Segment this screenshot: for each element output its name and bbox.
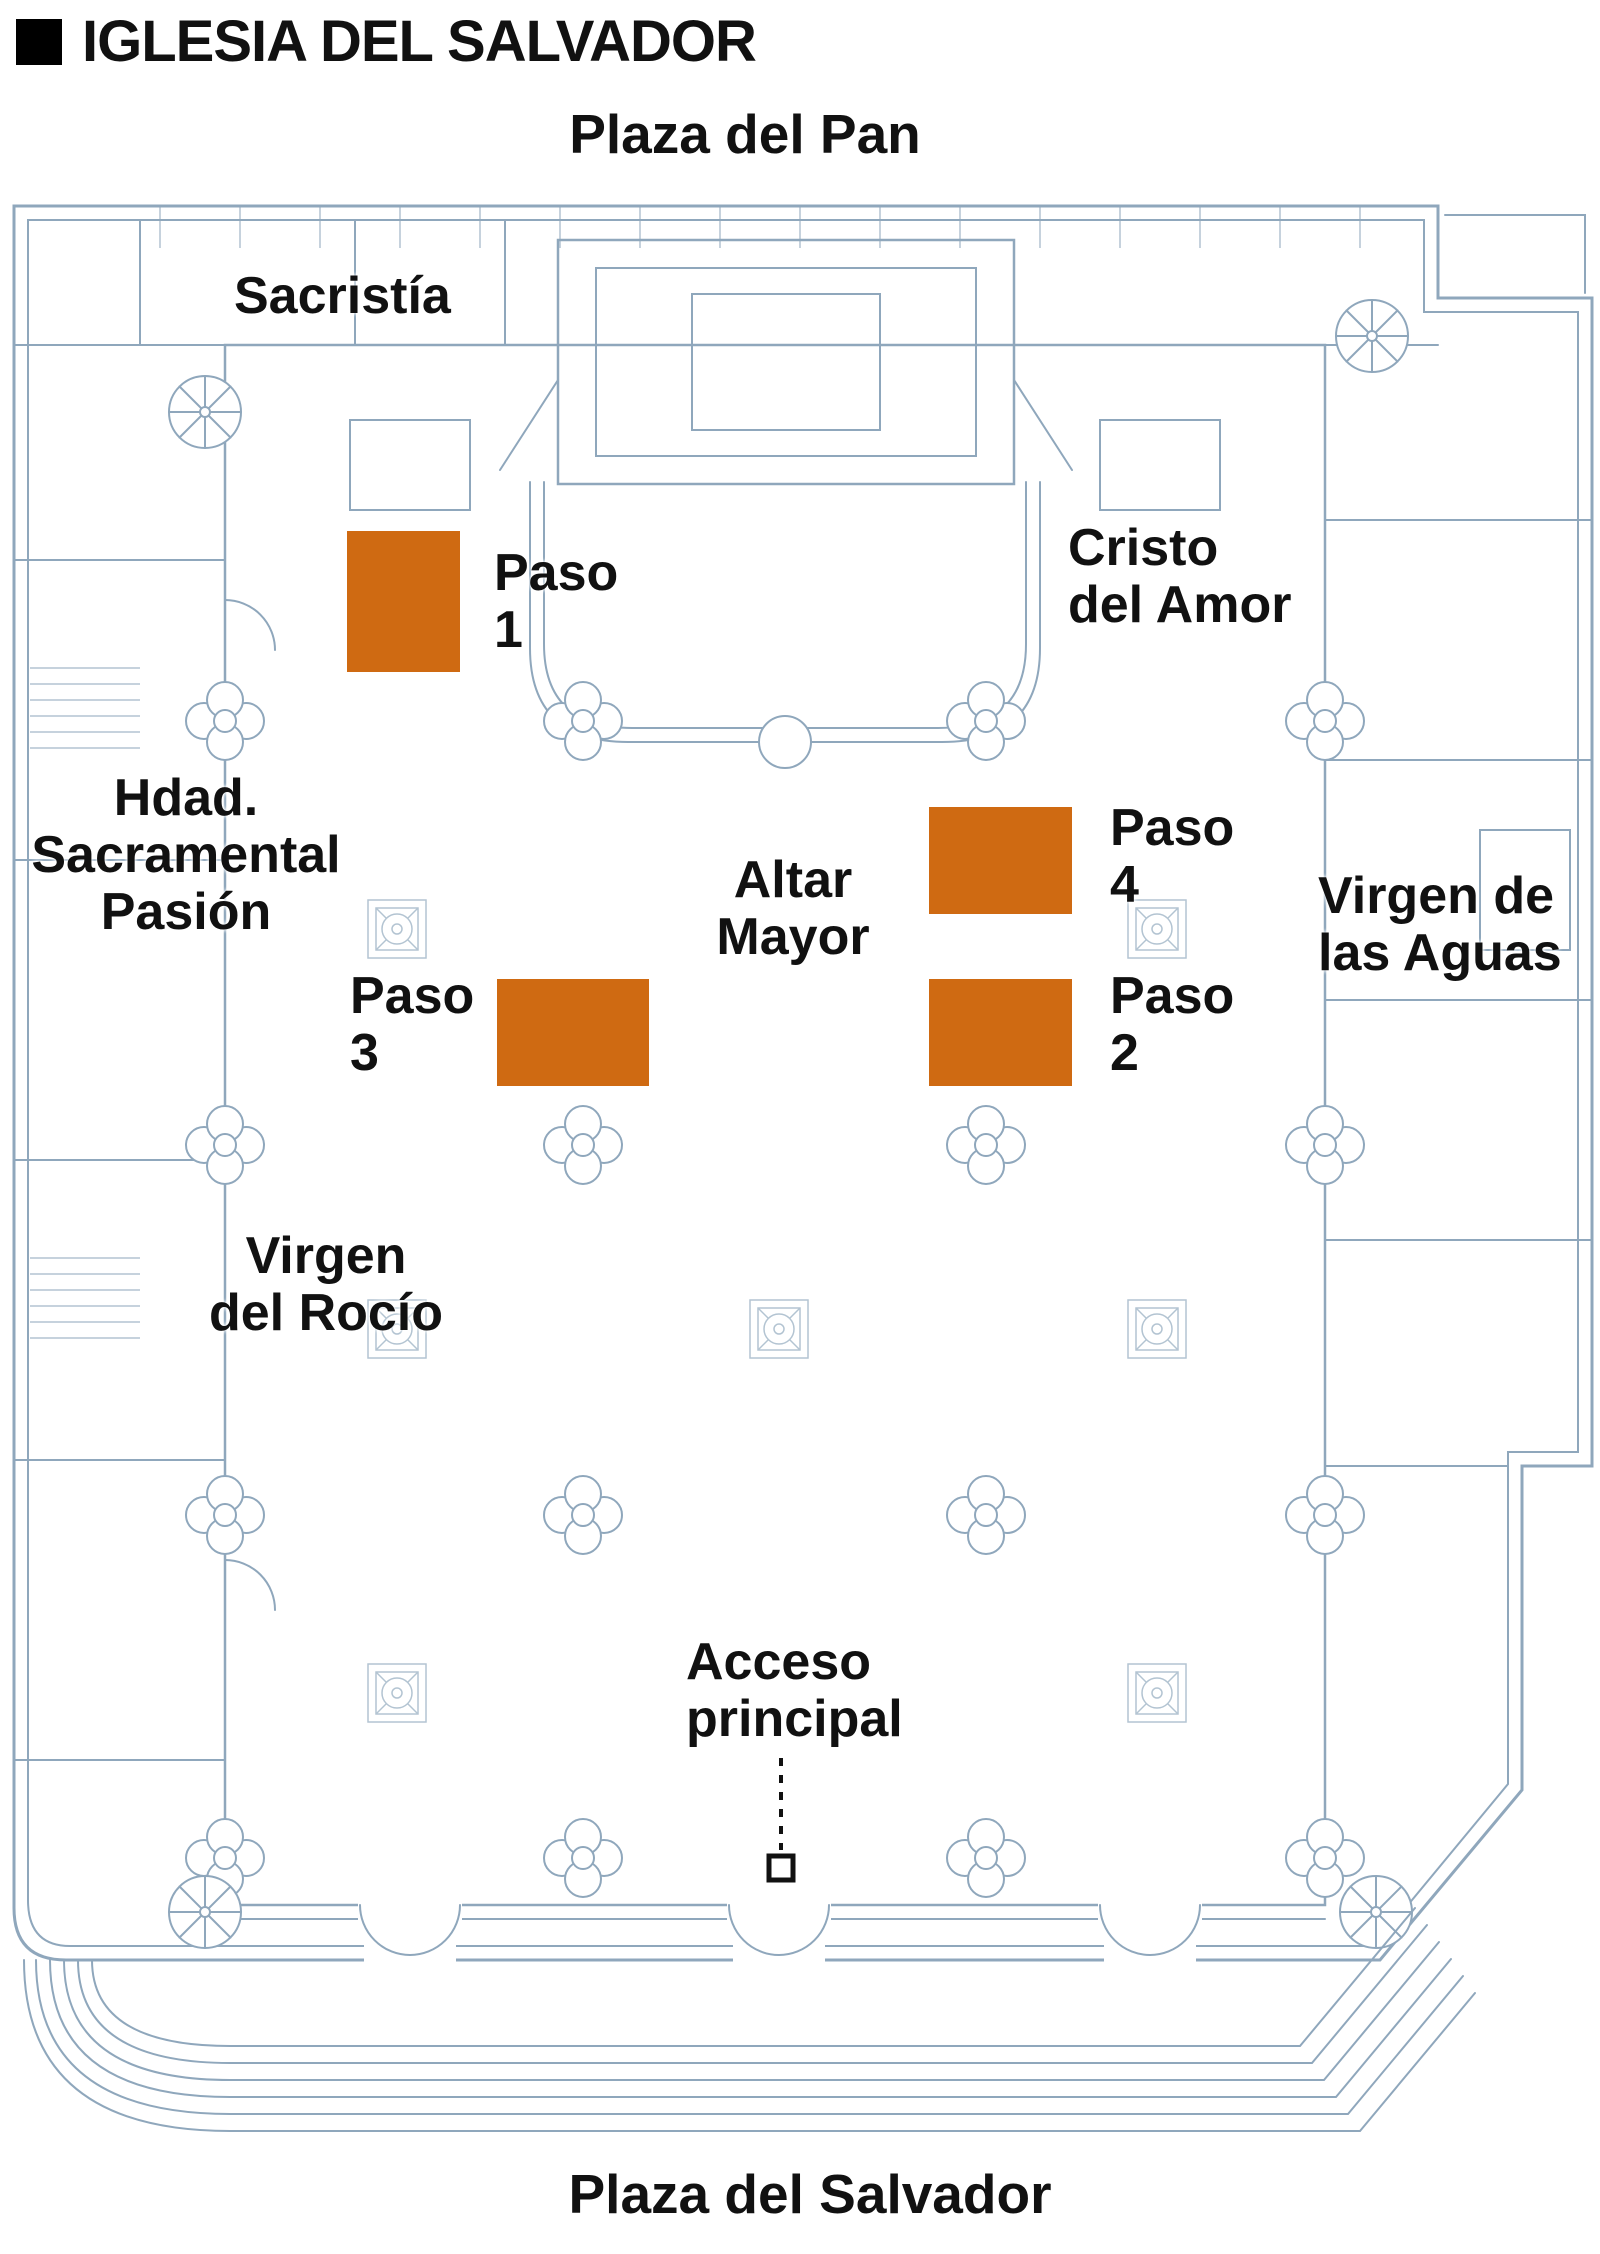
label-paso-4: Paso 4	[1110, 799, 1235, 915]
label-paso-3: Paso 3	[350, 967, 475, 1083]
door-arc	[728, 1904, 830, 1957]
column-pier	[543, 1818, 623, 1898]
plan-walls	[12, 204, 1594, 2132]
spiral-staircase	[168, 1875, 242, 1949]
door-arc	[224, 599, 276, 1611]
altar-mayor-structure	[499, 238, 1073, 486]
title-bullet-icon	[16, 18, 62, 65]
door-arc	[359, 1904, 461, 1957]
spiral-staircase	[1339, 1875, 1413, 1949]
access-marker-group	[766, 1758, 796, 1883]
paso-3-marker	[497, 979, 649, 1086]
spiral-staircase	[1335, 299, 1409, 373]
stairs-left-lower	[30, 1257, 140, 1339]
label-altar-mayor: Altar Mayor	[716, 851, 870, 967]
inner-wall	[27, 219, 1579, 1947]
exterior-steps	[23, 1907, 1476, 2132]
engaged-pier	[1285, 1475, 1365, 1555]
rosette-tile	[1127, 1299, 1187, 1359]
column-pier	[543, 1105, 623, 1185]
street-label-plaza-del-salvador: Plaza del Salvador	[568, 2163, 1052, 2225]
rosette-tile	[749, 1299, 809, 1359]
paso-4-marker	[929, 807, 1072, 914]
pier-block-left	[349, 419, 471, 511]
street-label-plaza-del-pan: Plaza del Pan	[569, 103, 921, 165]
label-virgen-del-rocio: Virgen del Rocío	[208, 1227, 444, 1343]
label-virgen-de-las-aguas: Virgen de las Aguas	[1318, 867, 1562, 983]
presbytery-rail	[529, 481, 1041, 769]
chapel-niche	[1479, 829, 1571, 951]
column-pier	[946, 1105, 1026, 1185]
rosette-tile	[367, 899, 427, 959]
engaged-pier	[185, 681, 265, 761]
stairs-left-upper	[30, 667, 140, 749]
title-bar: IGLESIA DEL SALVADOR	[16, 8, 757, 75]
plan-light-details	[30, 206, 1361, 1723]
spiral-staircase	[168, 375, 242, 449]
page-title: IGLESIA DEL SALVADOR	[82, 9, 757, 74]
rosette-tile	[1127, 1663, 1187, 1723]
engaged-pier	[185, 1105, 265, 1185]
engaged-pier	[1285, 681, 1365, 761]
label-paso-1: Paso 1	[494, 544, 619, 660]
nave-wall	[223, 343, 1327, 1907]
engaged-pier	[185, 1475, 265, 1555]
engaged-pier	[1285, 1105, 1365, 1185]
column-pier	[946, 681, 1026, 761]
label-sacristia: Sacristía	[234, 267, 451, 325]
pier-block-right	[1099, 419, 1221, 511]
column-pier	[543, 1475, 623, 1555]
label-acceso-principal: Acceso principal	[686, 1633, 903, 1749]
label-paso-2: Paso 2	[1110, 967, 1235, 1083]
outer-wall	[12, 204, 1594, 1962]
paso-markers	[347, 531, 1072, 1086]
rosette-tile	[367, 1663, 427, 1723]
column-pier	[946, 1475, 1026, 1555]
column-pier	[946, 1818, 1026, 1898]
access-square-marker	[766, 1853, 796, 1883]
label-hdad-sacramental-pasion: Hdad. Sacramental Pasión	[31, 769, 341, 942]
paso-2-marker	[929, 979, 1072, 1086]
paso-1-marker	[347, 531, 460, 672]
label-cristo-del-amor: Cristo del Amor	[1068, 519, 1292, 635]
bottom-entrances	[358, 1896, 1202, 1966]
door-arc	[1099, 1904, 1201, 1957]
